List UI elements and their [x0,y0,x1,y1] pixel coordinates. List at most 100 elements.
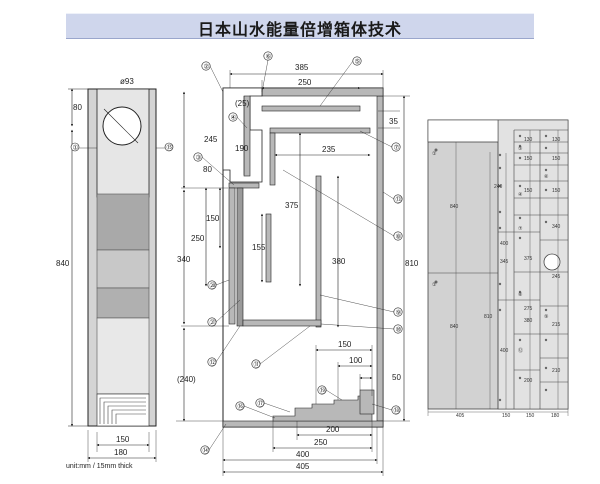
svg-text:150: 150 [526,413,535,419]
dim-150-sec-text: 150 [206,214,220,223]
svg-text:150: 150 [552,188,561,194]
shelf-11 [242,319,322,327]
svg-text:⑨: ⑨ [544,314,549,320]
svg-text:840: 840 [450,204,459,210]
shelf-5 [261,105,361,112]
dim-400-text: 400 [296,450,310,459]
baffle-7-drop [269,132,276,186]
dim-100-text: 100 [349,356,363,365]
svg-text:215: 215 [552,322,561,328]
hole-dia-text: ø93 [120,77,134,86]
front-view: ø93 80 840 150 180 ① ⑮ unit:mm / 15mm th… [56,77,174,470]
port-hole [102,106,142,146]
svg-text:⑩: ⑩ [396,326,402,334]
svg-text:810: 810 [484,314,493,320]
svg-text:⑮: ⑮ [167,144,174,152]
dim-380-text: 380 [332,257,346,266]
svg-text:⑱: ⑱ [394,407,401,415]
svg-text:⑰: ⑰ [258,400,265,408]
svg-text:130: 130 [524,137,533,143]
dim-235-text: 235 [322,145,336,154]
svg-text:③: ③ [196,154,202,162]
front-baffle-22 [236,187,244,327]
svg-text:150: 150 [502,413,511,419]
svg-text:150: 150 [552,156,561,162]
baffle-8 [315,175,322,328]
svg-text:①: ① [432,282,437,288]
back-wall [376,95,384,422]
dim-80-sec-text: 80 [203,165,212,174]
dim-250-top-text: 250 [298,78,312,87]
title-bar: 日本山水能量倍增箱体技术 [66,13,534,39]
dim-35-text: 35 [389,117,398,126]
svg-text:⑯: ⑯ [238,403,245,411]
dim-150-low-text: 150 [338,340,352,349]
svg-text:150: 150 [524,188,533,194]
dim-150-text: 150 [116,435,130,444]
svg-text:345: 345 [500,259,509,265]
svg-text:240: 240 [494,184,503,190]
dim-80-text: 80 [73,103,82,112]
svg-text:150: 150 [524,156,533,162]
dim-155-text: 155 [252,243,266,252]
svg-text:⑫: ⑫ [518,347,523,354]
svg-text:180: 180 [551,413,560,419]
svg-text:400: 400 [500,348,509,354]
part-label-text: ② ⑥ ⑤ ④ ⑦ ③ ⑬ ⑧ ⑳ ⑨ ㉑ ⑩ ⑫ ⑪ ⑲ ⑱ ⑰ ⑯ ⑭ [196,53,403,455]
front-vent-lines [99,397,146,424]
port-hole-dia-line [103,108,139,144]
dim-375-text: 375 [285,201,299,210]
svg-text:⑳: ⑳ [210,282,217,290]
svg-text:245: 245 [552,274,561,280]
leader-lines [201,59,395,451]
panel-dots [434,134,548,402]
svg-text:⑧: ⑧ [518,292,523,298]
panel-layout: 840 840 810 240 400 345 400 375 380 130 … [427,119,569,419]
svg-text:380: 380 [524,318,533,324]
section-view: 385 250 (25) 35 190 245 80 235 150 250 3… [176,51,419,476]
svg-text:④: ④ [231,114,237,122]
svg-text:275: 275 [524,306,533,312]
top-wall [261,87,384,97]
svg-text:840: 840 [450,324,459,330]
svg-text:①: ① [432,151,437,157]
shelf-3 [228,182,260,189]
svg-text:200: 200 [524,378,533,384]
svg-text:405: 405 [456,413,465,419]
svg-text:⑪: ⑪ [254,361,261,369]
label-1-front [70,142,80,152]
dim-200-bottom-text: 200 [326,425,340,434]
dim-405-text: 405 [296,462,310,471]
dim-190-text: 190 [235,144,249,153]
svg-text:⑲: ⑲ [320,387,327,395]
svg-text:375: 375 [524,256,533,262]
svg-text:⑫: ⑫ [210,359,217,367]
panel-port-hole [543,253,561,271]
block-20 [359,389,375,415]
dim-245-text: 245 [204,135,218,144]
dim-810-text: 810 [405,259,419,268]
svg-text:⑥: ⑥ [266,53,272,61]
svg-text:⑥: ⑥ [544,174,549,180]
dim-840-text: 840 [56,259,70,268]
front-section-light [96,317,150,395]
svg-text:130: 130 [552,137,561,143]
front-section-grey [96,287,150,319]
svg-text:①: ① [73,144,79,152]
svg-text:⑭: ⑭ [203,447,210,455]
svg-text:②: ② [204,63,210,71]
panel-labels: ① ① ⑤ ④ ⑥ ⑦ ⑧ ⑨ ⑫ [432,146,549,354]
svg-text:⑧: ⑧ [396,233,402,241]
svg-text:④: ④ [518,192,523,198]
svg-text:340: 340 [552,224,561,230]
front-section-dark [96,193,150,251]
svg-text:400: 400 [500,241,509,247]
svg-text:⑬: ⑬ [396,196,403,204]
dim-250-bottom-text: 250 [314,438,328,447]
svg-text:⑤: ⑤ [355,58,361,66]
svg-text:㉑: ㉑ [210,319,217,327]
bottom-wall [222,420,384,428]
part-labels [193,51,403,455]
svg-text:⑨: ⑨ [396,309,402,317]
